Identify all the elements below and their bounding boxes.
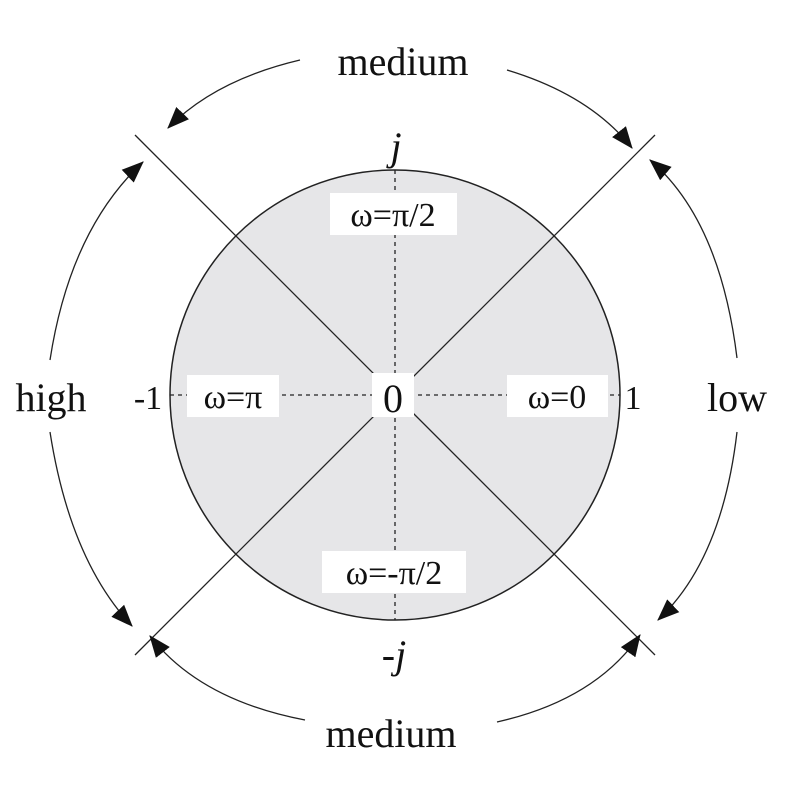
diagonal-line-nw <box>134 134 396 396</box>
label-omega-pi: ω=π <box>204 379 263 416</box>
label-origin: 0 <box>383 376 403 421</box>
label-medium-bottom: medium <box>325 711 456 756</box>
label-omega-neg-pi-half: ω=-π/2 <box>346 555 443 592</box>
arc-right-down <box>657 431 738 621</box>
label-high: high <box>15 375 86 420</box>
label-one: 1 <box>625 380 642 417</box>
diagonal-line-se <box>394 394 656 656</box>
arc-left-down <box>49 431 133 627</box>
label-medium-top: medium <box>337 39 468 84</box>
arc-bottom-right <box>496 634 641 723</box>
label-bg-bottom <box>322 551 466 593</box>
label-minus-one: -1 <box>134 380 162 417</box>
label-bg-right <box>507 375 608 417</box>
label-low: low <box>707 375 767 420</box>
label-j-bottom: -j <box>382 632 406 677</box>
arc-left-up <box>49 161 144 361</box>
label-bg-top <box>330 193 457 235</box>
diagonal-line-sw <box>134 394 396 656</box>
arc-top-right <box>506 69 633 149</box>
label-bg-left <box>187 375 279 417</box>
label-j-top: j <box>385 124 401 169</box>
label-omega-pi-half: ω=π/2 <box>350 197 435 234</box>
diagonal-line-ne <box>394 134 656 396</box>
arc-right-up <box>649 159 738 359</box>
arc-top-left <box>167 59 301 129</box>
label-bg-origin <box>372 373 414 417</box>
label-omega-zero: ω=0 <box>528 379 587 416</box>
arc-bottom-left <box>149 635 306 721</box>
